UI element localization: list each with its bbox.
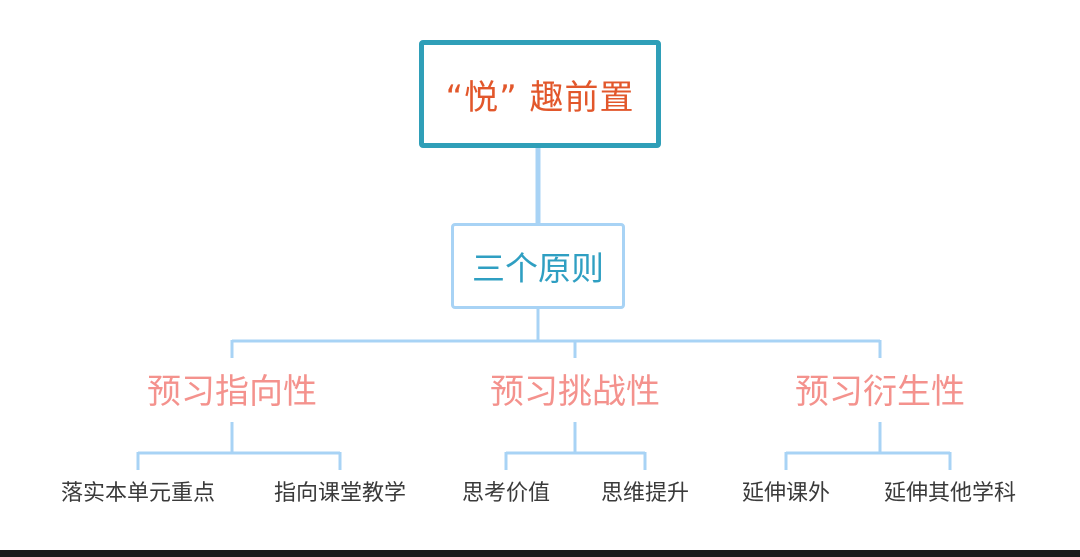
category-node-3: 预习衍生性 xyxy=(795,372,965,412)
category-node-2: 预习挑战性 xyxy=(490,372,660,412)
category-node-1: 预习指向性 xyxy=(147,372,317,412)
leaf-node-1a: 落实本单元重点 xyxy=(60,481,216,506)
leaf-node-2b: 思维提升 xyxy=(600,481,690,506)
root-node: “悦” 趣前置 xyxy=(419,40,661,148)
principle-node: 三个原则 xyxy=(451,223,625,309)
principle-node-label: 三个原则 xyxy=(472,249,604,288)
leaf-node-3b: 延伸其他学科 xyxy=(883,481,1017,506)
leaf-node-1b: 指向课堂教学 xyxy=(273,481,407,506)
leaf-node-3a: 延伸课外 xyxy=(741,481,831,506)
leaf-node-2a: 思考价值 xyxy=(461,481,551,506)
bottom-border xyxy=(0,550,1080,557)
root-node-label: “悦” 趣前置 xyxy=(445,77,635,118)
